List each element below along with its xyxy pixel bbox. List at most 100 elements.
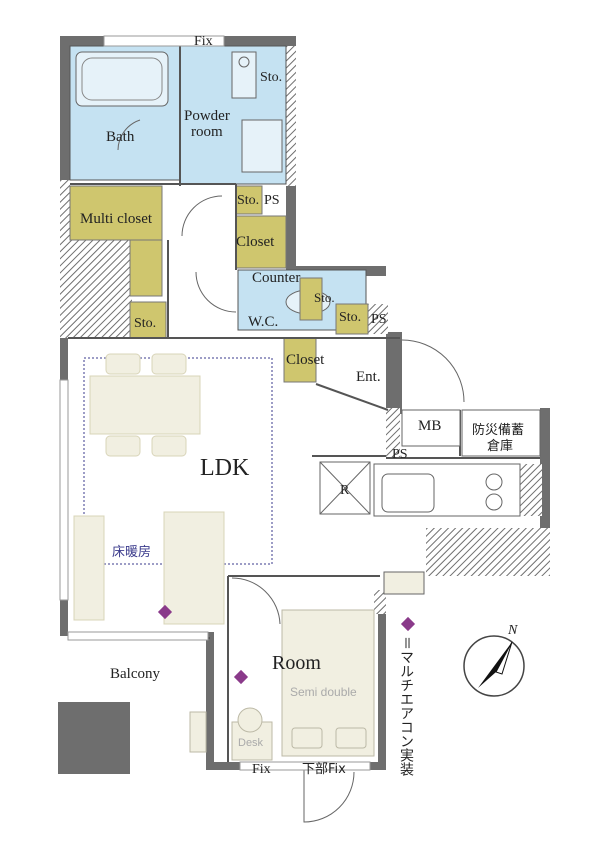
label-ps-top: PS [264, 193, 280, 208]
label-ps-mid: PS [392, 447, 408, 462]
compass-needle-tail [495, 641, 513, 675]
fridge-x2 [319, 461, 371, 515]
balcony-unit [189, 711, 207, 753]
label-sto-top: Sto. [260, 70, 282, 85]
pillow-1 [291, 727, 323, 749]
label-closet-upper: Closet [236, 234, 275, 250]
aircon-markers [157, 604, 416, 685]
label-ps-right: PS [371, 312, 387, 327]
dining-chair-3 [105, 435, 141, 457]
label-multi-closet: Multi closet [80, 211, 153, 227]
stove-burner-1 [485, 473, 503, 491]
doors [117, 119, 465, 823]
aircon-marker-room [233, 669, 249, 685]
label-sto-ps: Sto. [237, 193, 259, 208]
label-sto-right: Sto. [339, 310, 361, 325]
bathtub [75, 51, 169, 107]
compass-ring [463, 635, 525, 697]
wall-ent-top [386, 332, 402, 414]
wall-balcony-col [58, 702, 130, 774]
aircon-marker-legend [400, 616, 416, 632]
aircon-marker-ldk [157, 604, 173, 620]
hatch-top-right [286, 46, 296, 186]
hatch-kitchen-right [520, 464, 542, 516]
label-counter: Counter [252, 270, 300, 286]
door-entrance [401, 339, 465, 403]
desk-chair [237, 707, 263, 733]
aircon-legend-text: ＝マルチエアコン実装 [398, 636, 414, 776]
multi-closet-ext [129, 239, 163, 297]
dining-table [89, 375, 201, 435]
multi-closet-area [69, 185, 163, 241]
pillow-2 [335, 727, 367, 749]
bathtub-inner [81, 57, 163, 101]
label-bath: Bath [106, 129, 135, 145]
label-powder-2: room [191, 124, 223, 140]
wall-right-kitchen [540, 408, 550, 576]
label-mb: MB [418, 418, 441, 434]
window-balcony [67, 631, 209, 641]
hatch-kitchen-bottom [426, 528, 550, 576]
door-ldk-room [231, 577, 281, 625]
hatch-ps-right [368, 304, 388, 334]
kitchen-cabinet [383, 571, 425, 595]
sofa [163, 511, 225, 625]
label-room: Room [272, 652, 321, 674]
washbasin [241, 119, 283, 173]
label-entrance: Ent. [356, 369, 381, 385]
label-floor-heating: 床暖房 [112, 544, 151, 560]
closet-upper-area [235, 215, 287, 269]
door-hall [181, 195, 223, 237]
door-wc [195, 271, 237, 313]
window-ldk-left [59, 379, 69, 601]
labels: Fix Bath Powder room Sto. Sto. PS Multi … [80, 34, 524, 777]
dining-chair-2 [151, 353, 187, 375]
windows [59, 35, 371, 771]
kitchen [319, 461, 521, 595]
label-storage-jp-1: 防災備蓄 [472, 422, 524, 438]
label-fix-bottom-partial: 下部Fix [302, 762, 346, 777]
compass-needle-icon [478, 642, 512, 688]
label-balcony: Balcony [110, 666, 160, 682]
room-furniture [189, 609, 375, 761]
closets [69, 185, 369, 383]
ldk-furniture [73, 353, 225, 625]
label-sto-left: Sto. [134, 316, 156, 331]
label-sto-wc: Sto. [314, 290, 335, 305]
window-fix-top [103, 35, 225, 47]
compass: N [463, 623, 525, 697]
hatch-mb-block [386, 408, 400, 458]
door-room [303, 770, 355, 823]
label-refrigerator: R [340, 483, 350, 498]
wall-right-room [378, 590, 386, 770]
door-bath [117, 119, 141, 151]
washer-drum [238, 56, 250, 68]
compass-north-label: N [507, 623, 518, 638]
mb-room [401, 409, 461, 447]
hatch-room-right [374, 590, 386, 614]
hatched-walls [60, 46, 550, 614]
label-ldk: LDK [200, 455, 250, 481]
label-storage-jp-2: 倉庫 [487, 439, 513, 454]
washer-unit [231, 51, 257, 99]
sto-wc-area [299, 277, 323, 321]
label-semi-double: Semi double [290, 685, 357, 699]
storage-room [461, 409, 541, 457]
sto-left-area [129, 301, 167, 339]
label-desk: Desk [238, 737, 264, 749]
label-fix-top: Fix [194, 34, 213, 49]
window-room-bottom [239, 761, 371, 771]
closet-lower-area [283, 337, 317, 383]
label-wc: W.C. [248, 314, 278, 330]
partition-ent-diag [315, 383, 389, 411]
dining-chair-4 [151, 435, 187, 457]
sto-right-area [335, 303, 369, 335]
label-closet-lower: Closet [286, 352, 325, 368]
tv-board [73, 515, 105, 621]
label-powder-1: Powder [184, 108, 230, 124]
hatch-left-b [60, 234, 132, 338]
stove-burner-2 [485, 493, 503, 511]
wall-room-left [206, 632, 214, 770]
label-fix-bottom: Fix [252, 762, 271, 777]
